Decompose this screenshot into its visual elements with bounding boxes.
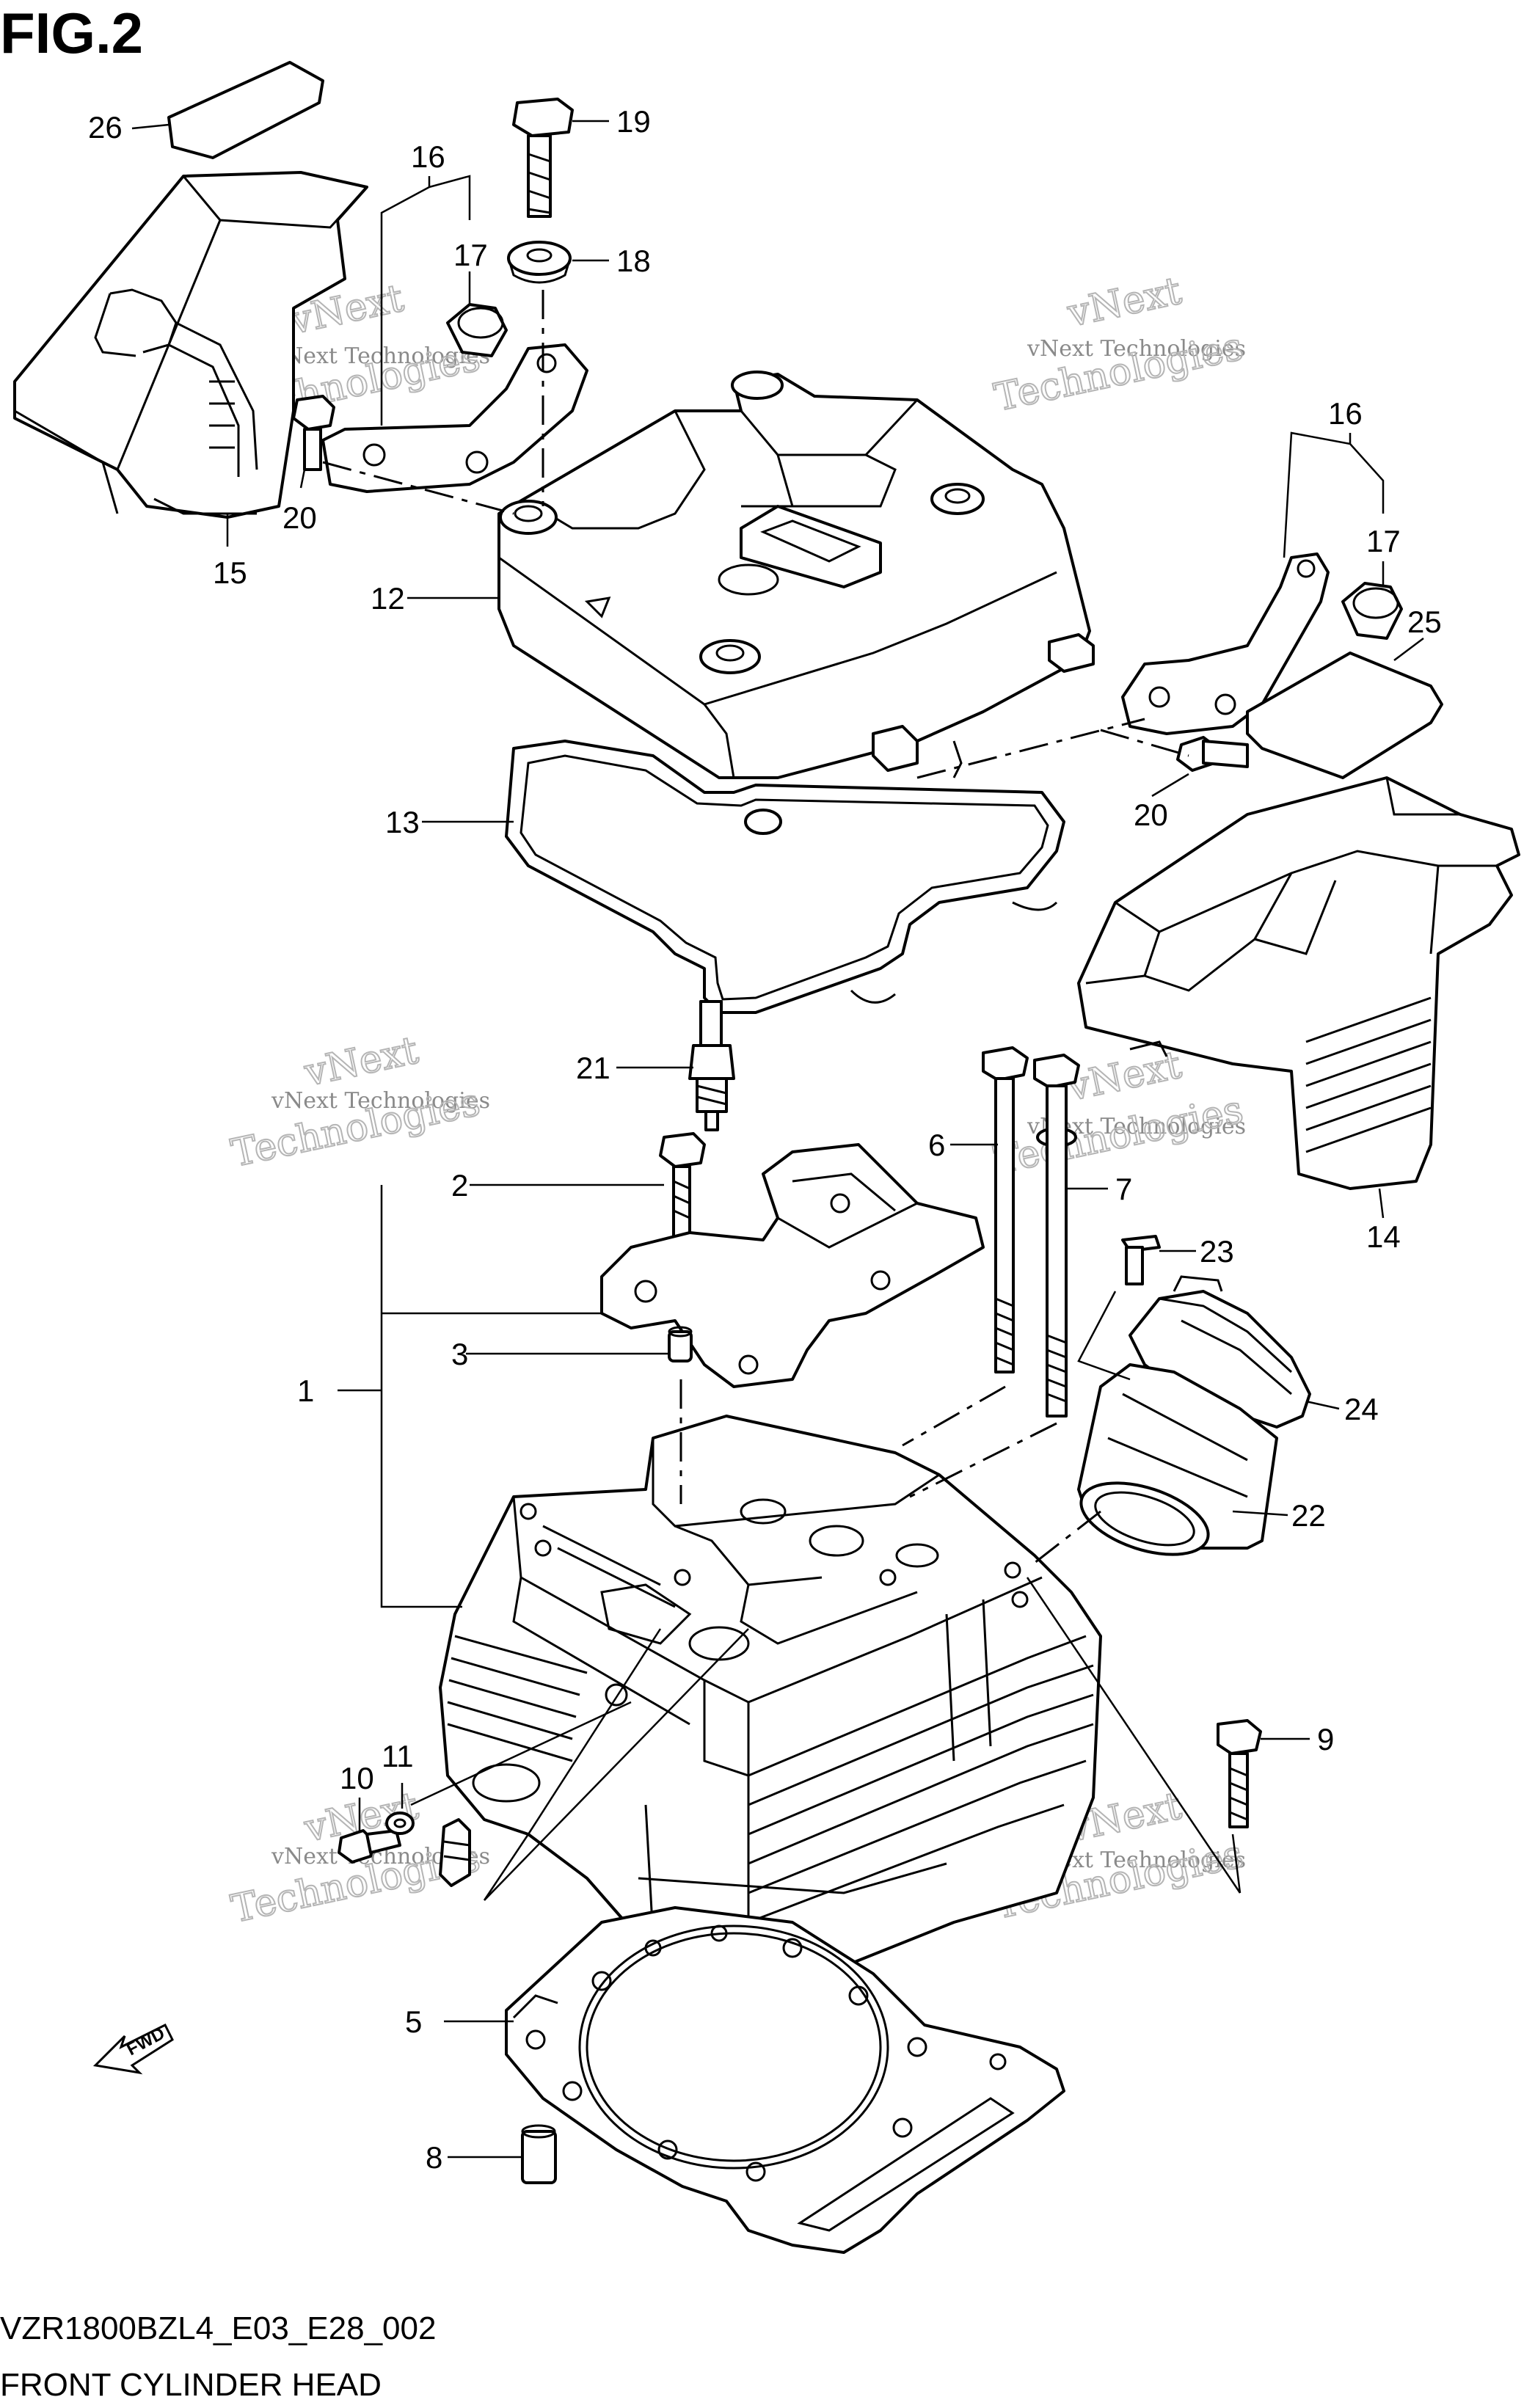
callout-20-right: 20 (1134, 798, 1168, 832)
part-16-right-bracket[interactable] (1121, 552, 1330, 735)
part-9-bolt[interactable] (1217, 1719, 1262, 1828)
callout-16-right: 16 (1328, 396, 1363, 431)
part-10-bolt[interactable] (338, 1829, 401, 1864)
callout-16-left: 16 (411, 139, 445, 174)
callout-23: 23 (1200, 1234, 1234, 1269)
callout-21: 21 (576, 1051, 610, 1085)
callout-10: 10 (340, 1761, 374, 1795)
part-26-pad[interactable] (167, 61, 324, 159)
callout-18: 18 (616, 244, 651, 278)
callout-5: 5 (405, 2004, 422, 2039)
callout-17-left: 17 (453, 238, 488, 272)
part-17-right-grommet[interactable] (1341, 582, 1403, 640)
part-14-right-cover[interactable] (1077, 776, 1520, 1190)
part-25-pad[interactable] (1246, 652, 1443, 779)
leader-lines (131, 120, 1424, 2159)
watermark-outline: Technologies (991, 1087, 1247, 1183)
part-16-left-bracket[interactable] (321, 343, 588, 493)
callouts: 26 19 18 16 17 20 15 12 13 16 17 25 20 1… (88, 104, 1442, 2175)
watermark-top-right: vNext Technologies vNext Technologies (990, 269, 1247, 421)
figure-caption: FRONT CYLINDER HEAD (0, 2367, 382, 2403)
part-20-left-bolt[interactable] (292, 395, 335, 471)
callout-17-right: 17 (1366, 524, 1401, 558)
part-6-stud-bolt[interactable] (982, 1046, 1029, 1373)
cylinder-head[interactable] (439, 1415, 1102, 1968)
part-22-intake-pipe[interactable] (1072, 1363, 1278, 1569)
callout-22: 22 (1291, 1498, 1326, 1533)
part-12-head-cover[interactable] (497, 371, 1095, 779)
callout-2: 2 (451, 1168, 468, 1203)
part-20-right-bolt[interactable] (1176, 736, 1249, 772)
figure-title: FIG.2 (0, 1, 143, 65)
callout-6: 6 (928, 1128, 945, 1162)
part-3-dowel-pin[interactable] (668, 1326, 693, 1362)
assembly-lines (322, 290, 1189, 1564)
callout-7: 7 (1115, 1172, 1132, 1206)
callout-3: 3 (451, 1337, 468, 1371)
watermark-outline: vNext (1063, 269, 1185, 336)
part-7-stud-bolt[interactable] (1033, 1054, 1080, 1418)
callout-13: 13 (385, 805, 420, 839)
part-11-washer[interactable] (385, 1812, 415, 1835)
watermark-mid-left: vNext Technologies vNext Technologies (227, 1028, 490, 1177)
callout-1: 1 (297, 1373, 314, 1408)
callout-8: 8 (426, 2140, 442, 2175)
part-5-head-gasket[interactable] (505, 1906, 1065, 2254)
watermark-text: vNext Technologies (271, 1088, 490, 1114)
callout-25: 25 (1407, 605, 1442, 639)
oil-fitting[interactable] (439, 1818, 471, 1887)
callout-15: 15 (213, 555, 247, 590)
watermark-text: vNext Technologies (1027, 336, 1246, 362)
part-21-spark-plug[interactable] (688, 1000, 735, 1131)
part-13-cover-gasket[interactable] (505, 740, 1065, 1014)
part-19-bolt[interactable] (512, 98, 574, 218)
callout-14: 14 (1366, 1219, 1401, 1254)
part-8-dowel[interactable] (521, 2124, 557, 2184)
callout-20-left: 20 (282, 500, 317, 535)
watermark-outline: vNext (300, 1029, 422, 1095)
callout-11: 11 (382, 1739, 414, 1773)
callout-26: 26 (88, 110, 123, 145)
callout-24: 24 (1344, 1392, 1379, 1426)
callout-12: 12 (371, 581, 405, 616)
part-1-rocker-holder[interactable] (600, 1143, 985, 1388)
callout-19: 19 (616, 104, 651, 139)
figure-code: VZR1800BZL4_E03_E28_002 (0, 2310, 436, 2346)
part-15-left-cover[interactable] (13, 171, 368, 519)
watermark-mid-right: vNext Technologies vNext Technologies (990, 1043, 1247, 1184)
part-18-grommet[interactable] (507, 241, 572, 284)
callout-9: 9 (1317, 1722, 1334, 1756)
watermark-text: vNext Technologies (271, 343, 490, 369)
part-23-screw[interactable] (1121, 1235, 1161, 1285)
watermark-outline: vNext (1063, 1043, 1185, 1110)
fwd-arrow-icon: FWD (92, 2024, 174, 2075)
